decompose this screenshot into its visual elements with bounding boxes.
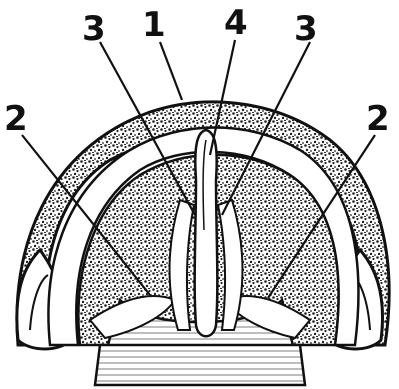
label-3-left: 3 (82, 9, 106, 49)
leader-line-1 (160, 42, 182, 100)
label-2-left: 2 (4, 99, 28, 139)
central-septum (195, 130, 218, 336)
label-1: 1 (142, 5, 166, 45)
label-3-right: 3 (294, 9, 318, 49)
base-block (95, 345, 305, 385)
label-4: 4 (224, 3, 248, 43)
label-2-right: 2 (366, 99, 390, 139)
